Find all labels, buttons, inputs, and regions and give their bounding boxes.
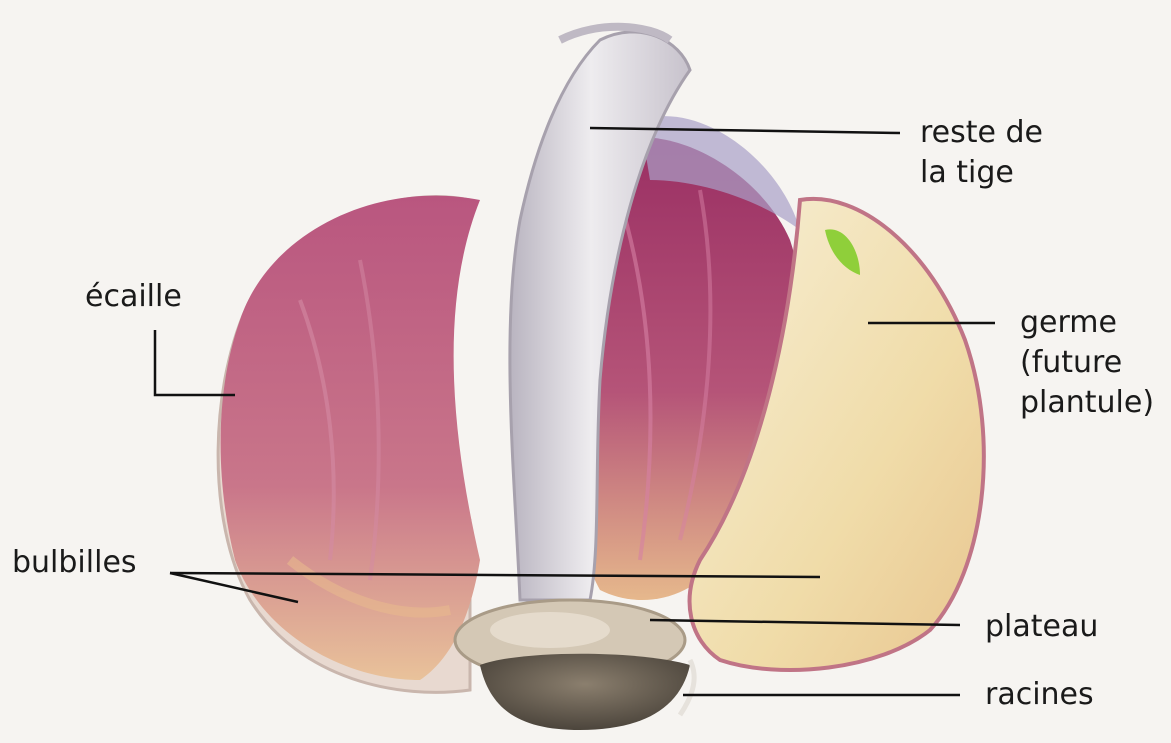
label-germe-line2: (future	[1020, 343, 1154, 383]
label-germe: germe (future plantule)	[1020, 303, 1154, 423]
label-germe-line1: germe	[1020, 303, 1154, 343]
label-tige-line1: reste de	[920, 113, 1043, 153]
label-germe-line3: plantule)	[1020, 383, 1154, 423]
label-plateau: plateau	[985, 607, 1098, 647]
label-tige: reste de la tige	[920, 113, 1043, 193]
label-racines: racines	[985, 675, 1094, 715]
roots	[480, 654, 690, 730]
label-ecaille: écaille	[85, 277, 182, 317]
label-bulbilles: bulbilles	[12, 543, 137, 583]
label-tige-line2: la tige	[920, 153, 1043, 193]
